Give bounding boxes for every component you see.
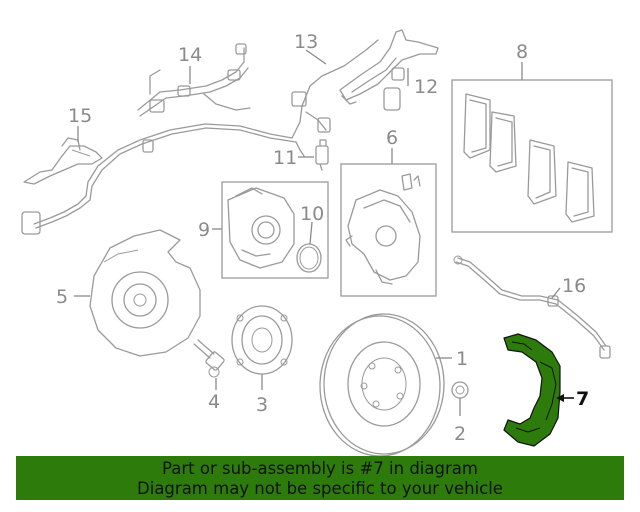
part-8-brake-pads [463,93,595,223]
callout-15: 15 [68,105,92,127]
highlight-notice-banner: Part or sub-assembly is #7 in diagram Di… [16,456,624,500]
leader-13 [305,49,327,65]
callout-8: 8 [516,41,528,63]
callout-5: 5 [56,286,68,308]
callout-10: 10 [300,203,324,225]
abs-sensor-wire [21,39,379,235]
callout-1: 1 [456,348,468,370]
part-16-brake-line [453,255,611,359]
leader-7-arrow [556,394,564,402]
callout-16: 16 [562,275,586,297]
leader-16 [551,287,561,299]
banner-line-1: Part or sub-assembly is #7 in diagram [162,459,478,478]
part-2-screw [451,381,469,399]
callout-14: 14 [178,44,202,66]
callout-3: 3 [256,394,268,416]
part-9-box [221,181,329,279]
part-12-wire-bracket [339,29,439,111]
part-10-seal-ring [296,243,322,273]
part-5-dust-shield [89,229,201,357]
banner-line-2: Diagram may not be specific to your vehi… [137,479,503,498]
callout-13: 13 [294,31,318,53]
brake-parts-diagram: 15 14 13 12 11 [21,29,613,456]
callout-6: 6 [386,127,398,149]
part-7-caliper-bracket-highlighted [503,333,561,447]
callout-2: 2 [454,423,466,445]
part-6-box [340,163,437,297]
callout-9: 9 [198,219,210,241]
part-9-caliper-housing [227,187,295,269]
callout-4: 4 [208,391,220,413]
part-3-wheel-hub [231,305,293,375]
part-8-box [451,79,613,233]
leader-10 [309,221,313,245]
part-14-harness [137,43,251,117]
callout-12: 12 [414,76,438,98]
part-4-bolt [193,339,225,378]
part-6-caliper [345,173,421,285]
callout-7: 7 [576,388,589,410]
callout-11: 11 [273,147,297,169]
part-15-bracket [23,137,103,185]
part-11-sensor [315,139,329,171]
part-1-brake-rotor [319,313,445,456]
